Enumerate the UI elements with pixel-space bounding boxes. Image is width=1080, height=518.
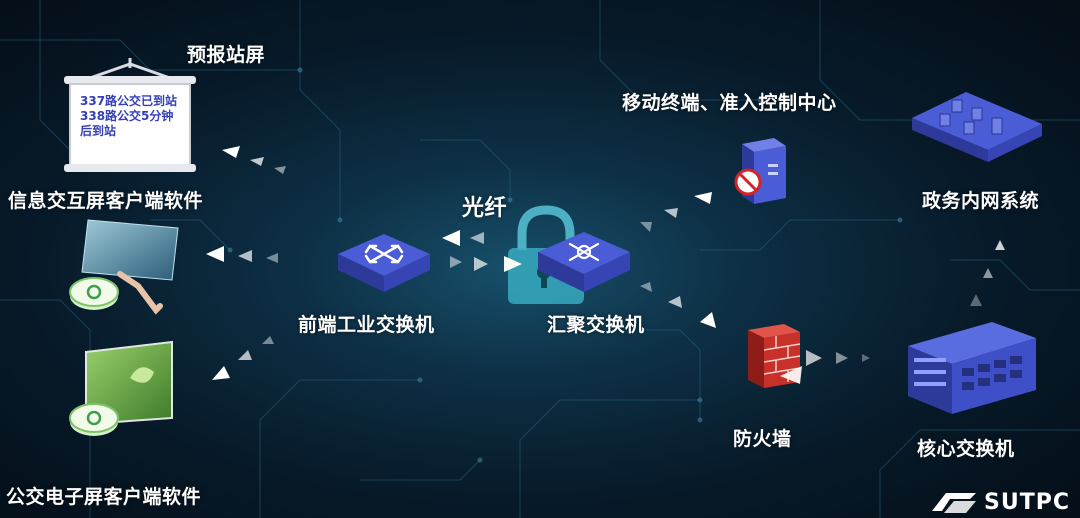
aggregation-switch-label: 汇聚交换机 bbox=[547, 314, 645, 336]
arrow-to-core-switch bbox=[862, 354, 870, 362]
screen-line: 后到站 bbox=[80, 124, 117, 138]
fiber-label: 光纤 bbox=[462, 196, 508, 221]
gov-intranet-label: 政务内网系统 bbox=[922, 190, 1040, 212]
screen-line: 338路公交5分钟 bbox=[80, 109, 174, 123]
touch-screen-icon bbox=[69, 219, 179, 315]
arrow-to-info-client bbox=[206, 246, 224, 262]
arrow-to-gov-net bbox=[995, 240, 1005, 250]
arrow-fiber-left bbox=[470, 232, 484, 244]
arrow-fiber-right bbox=[504, 256, 522, 272]
arrow-fiber-right bbox=[450, 256, 462, 268]
sutpc-logo-icon bbox=[932, 493, 976, 513]
arrow-to-gov-net bbox=[970, 294, 982, 306]
front-switch-icon bbox=[338, 234, 430, 292]
arrow-to-firewall bbox=[700, 312, 716, 328]
mobile-access-label: 移动终端、准入控制中心 bbox=[622, 92, 837, 114]
screen-line: 337路公交已到站 bbox=[80, 94, 178, 108]
arrow-to-forecast-screen bbox=[222, 146, 240, 158]
brand-name: SUTPC bbox=[984, 490, 1070, 515]
arrow-to-bus-client bbox=[212, 366, 230, 380]
info-client-label: 信息交互屏客户端软件 bbox=[8, 190, 204, 212]
arrow-to-mobile-access bbox=[640, 222, 652, 232]
arrow-to-core-switch bbox=[806, 350, 822, 366]
arrow-to-mobile-access bbox=[664, 208, 678, 218]
firewall-label: 防火墙 bbox=[733, 428, 792, 450]
arrow-to-forecast-screen bbox=[250, 157, 264, 166]
arrow-to-gov-net bbox=[983, 268, 993, 278]
gov-intranet-icon bbox=[912, 92, 1042, 162]
arrow-to-info-client bbox=[266, 253, 278, 263]
arrow-to-bus-client bbox=[238, 350, 252, 360]
front-switch-label: 前端工业交换机 bbox=[298, 314, 435, 336]
core-switch-icon bbox=[908, 322, 1036, 414]
arrow-to-forecast-screen bbox=[274, 166, 286, 174]
arrow-to-info-client bbox=[238, 250, 252, 262]
bus-screen-icon bbox=[69, 340, 173, 436]
forecast-screen-label: 预报站屏 bbox=[187, 44, 266, 66]
aggregation-switch-icon bbox=[538, 232, 630, 292]
core-switch-label: 核心交换机 bbox=[917, 438, 1015, 460]
forecast-screen-board-icon bbox=[64, 58, 196, 172]
firewall-icon bbox=[748, 324, 802, 388]
forecast-screen-text: 337路公交已到站 338路公交5分钟 后到站 bbox=[80, 94, 190, 139]
arrow-to-firewall bbox=[668, 296, 682, 308]
arrow-fiber-left bbox=[442, 230, 460, 246]
arrow-fiber-right bbox=[474, 257, 488, 271]
arrow-to-bus-client bbox=[262, 336, 274, 344]
arrow-to-firewall bbox=[640, 282, 652, 292]
access-control-server-icon bbox=[734, 138, 786, 204]
arrow-to-mobile-access bbox=[694, 192, 712, 204]
bus-client-label: 公交电子屏客户端软件 bbox=[6, 486, 202, 508]
arrow-to-core-switch bbox=[836, 352, 848, 364]
